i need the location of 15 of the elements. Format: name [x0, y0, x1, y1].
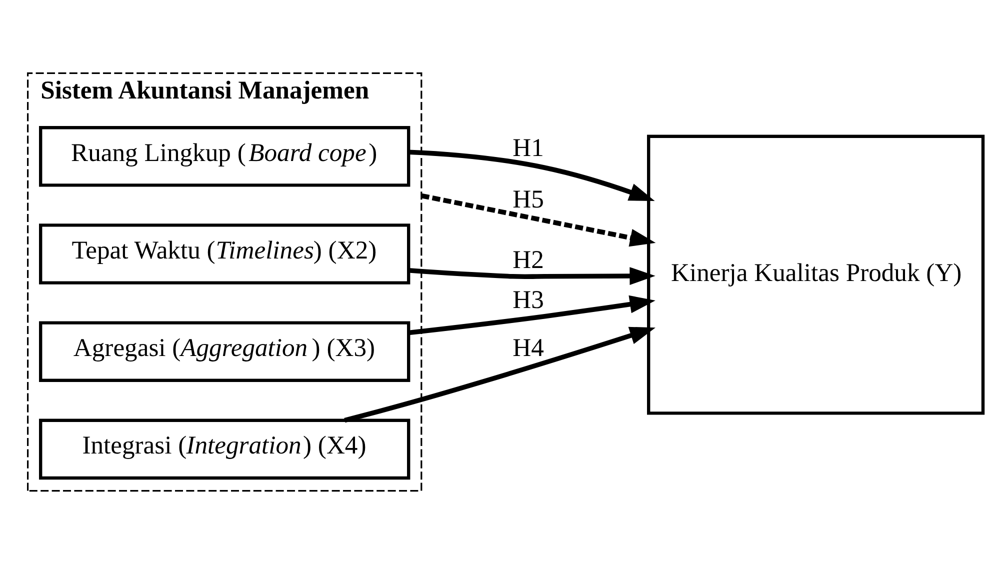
- edge-label: H1: [512, 133, 544, 162]
- arrow: [408, 267, 656, 286]
- node-box: Tepat Waktu (Timelines) (X2): [39, 224, 410, 284]
- node-box: Integrasi (Integration) (X4): [39, 418, 410, 480]
- arrow: [408, 295, 656, 336]
- arrow: [408, 150, 655, 201]
- edge-label: H3: [512, 285, 544, 314]
- arrow: [344, 326, 656, 423]
- edge-label: H5: [512, 184, 544, 214]
- node-box: Agregasi (Aggregation) (X3): [39, 321, 410, 382]
- node-box: Ruang Lingkup (Board cope): [39, 126, 410, 187]
- node-box: Kinerja Kualitas Produk (Y): [647, 134, 985, 415]
- edge-label: H4: [512, 333, 544, 362]
- edge-label: H2: [512, 245, 544, 274]
- arrow: [420, 193, 656, 247]
